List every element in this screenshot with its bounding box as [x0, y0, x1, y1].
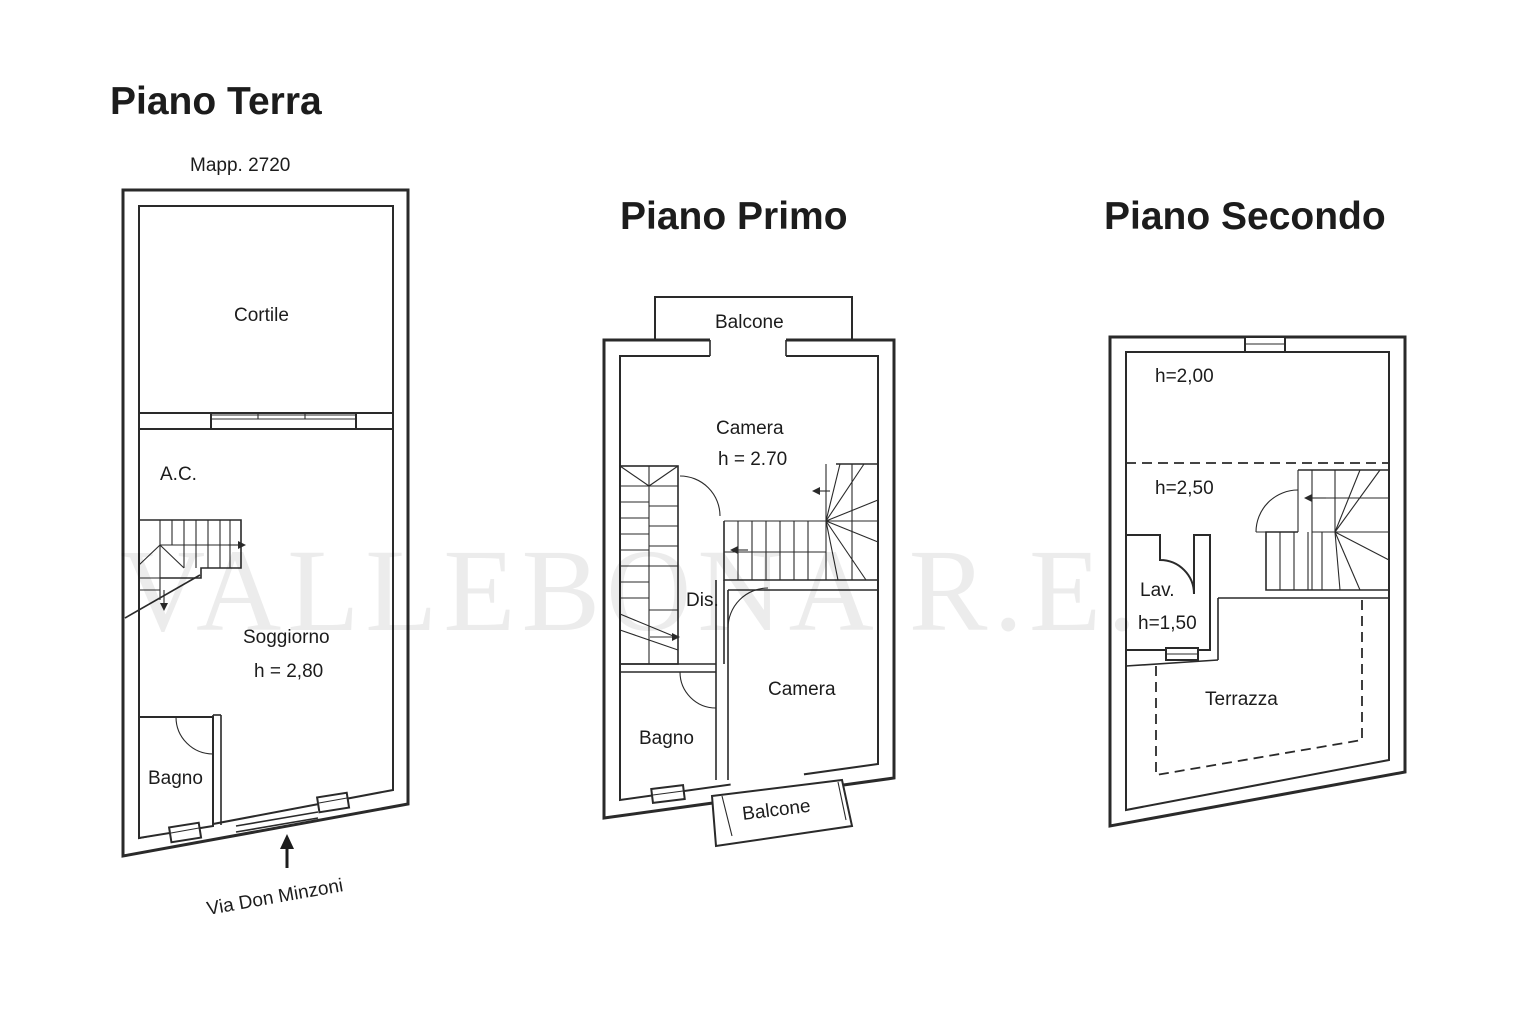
- staircase-primo-right: [723, 463, 879, 581]
- window-line: [652, 790, 684, 796]
- wall-segment: [355, 412, 394, 430]
- floor-title-primo: Piano Primo: [620, 195, 848, 238]
- room-lavanderia: [1125, 534, 1211, 651]
- wall-segment: [138, 412, 212, 430]
- room-label-terrazza: Terrazza: [1205, 689, 1278, 710]
- balcony-bottom: [710, 778, 854, 848]
- floor-piano-secondo: Piano Secondo: [1104, 195, 1407, 828]
- room-height-soggiorno: h = 2,80: [254, 661, 323, 682]
- wall-segment: [1125, 659, 1219, 667]
- room-label-soggiorno: Soggiorno: [243, 627, 330, 648]
- terrace-outline: [1155, 600, 1363, 777]
- watermark: VALLEBONA R.E.: [120, 525, 1143, 656]
- balcony-rail: [721, 795, 733, 837]
- entrance-door: [235, 817, 319, 833]
- interior-secondo: [1125, 351, 1390, 812]
- staircase-secondo: [1265, 469, 1390, 591]
- room-label-bagno-terra: Bagno: [148, 768, 203, 789]
- door-swing: [175, 716, 214, 755]
- room-label-balcone-top: Balcone: [715, 312, 784, 333]
- door-swing: [727, 587, 769, 629]
- room-label-camera-top: Camera: [716, 418, 784, 439]
- staircase-terra: [124, 519, 246, 619]
- floor-title-terra: Piano Terra: [110, 80, 322, 123]
- room-height-camera-top: h = 2.70: [718, 449, 787, 470]
- room-label-lav: Lav.: [1140, 580, 1175, 601]
- window-front: [167, 821, 203, 844]
- room-label-camera-bottom: Camera: [768, 679, 836, 700]
- door-swing: [679, 475, 721, 517]
- window-line: [318, 797, 348, 804]
- floor-piano-primo: Piano Primo: [602, 195, 896, 848]
- room-cortile: [138, 205, 394, 414]
- window-bagno-primo: [650, 783, 686, 805]
- balcony-rail: [837, 781, 847, 821]
- entrance-door: [235, 811, 319, 827]
- door-opening: [710, 337, 786, 359]
- street-label: Via Don Minzoni: [205, 875, 345, 920]
- room-label-dis: Dis.: [686, 590, 719, 611]
- room-label-ac: A.C.: [160, 464, 197, 485]
- room-label-cortile: Cortile: [234, 305, 289, 326]
- window-front: [315, 791, 351, 814]
- floor-title-secondo: Piano Secondo: [1104, 195, 1386, 238]
- room-height-lav: h=1,50: [1138, 613, 1197, 634]
- room-height-mid: h=2,50: [1155, 478, 1214, 499]
- parcel-label: Mapp. 2720: [190, 155, 290, 176]
- window-line: [170, 827, 200, 834]
- door-swing: [679, 671, 717, 709]
- room-height-top: h=2,00: [1155, 366, 1214, 387]
- door-opening: [729, 765, 805, 789]
- entrance-arrow-head: [280, 834, 294, 849]
- floor-piano-terra: Piano Terra Mapp. 2720: [110, 80, 410, 920]
- door-swing: [1255, 489, 1299, 533]
- room-label-bagno-primo: Bagno: [639, 728, 694, 749]
